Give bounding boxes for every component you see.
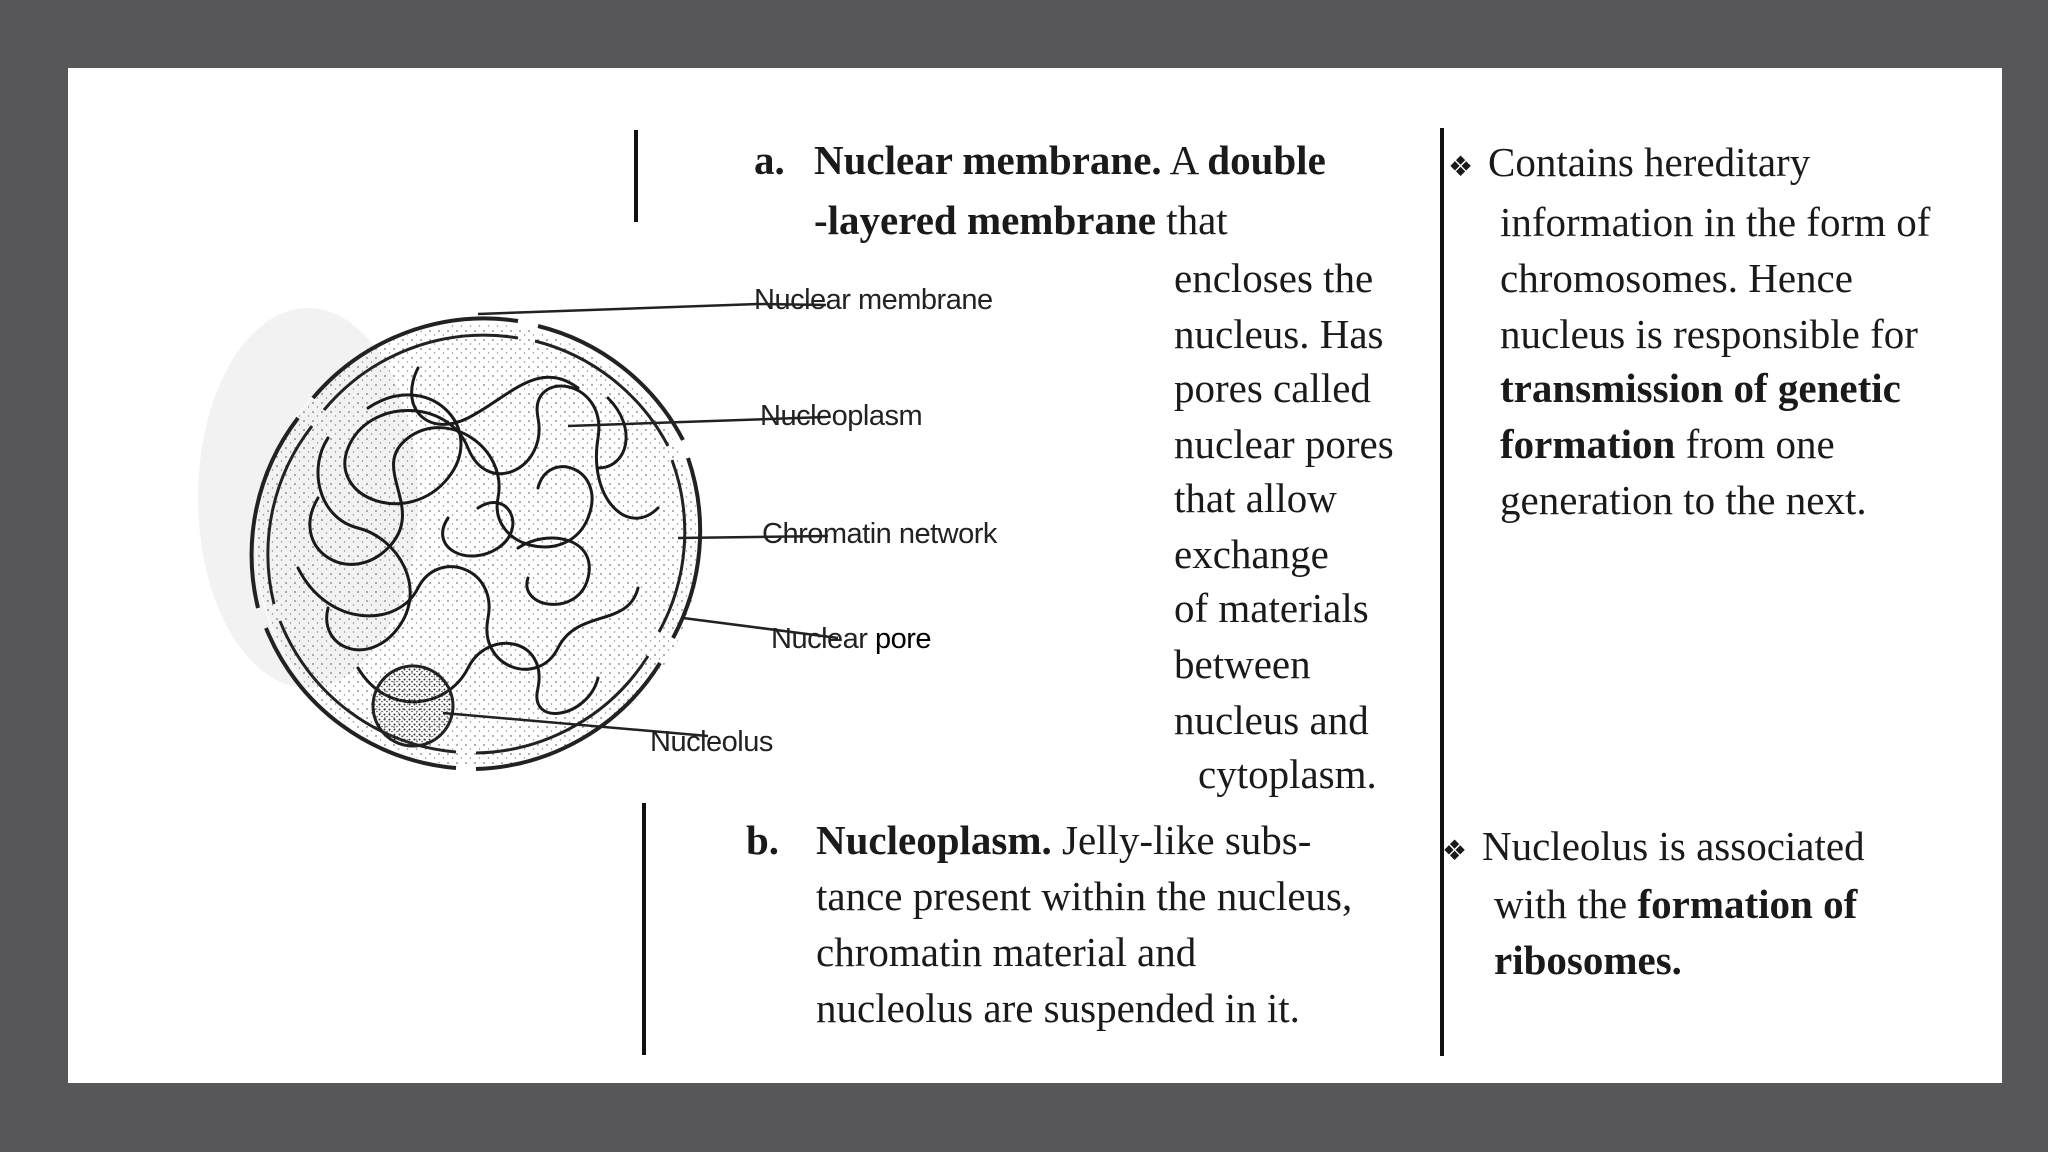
item-a-marker: a. <box>754 137 785 183</box>
item-b-line1: Nucleoplasm. Jelly-like subs- <box>816 817 1312 863</box>
function-1-line3: chromosomes. Hence <box>1500 255 1853 301</box>
rule-middle <box>1440 128 1444 1056</box>
item-a-text-10: cytoplasm. <box>1198 751 1377 797</box>
function-1-line6: formation from one <box>1500 421 1835 467</box>
item-a-line2: -layered membrane that <box>814 197 1228 243</box>
label-nuclear-membrane: Nuclear membrane <box>754 284 993 316</box>
function-2-line3: ribosomes. <box>1494 937 1682 983</box>
item-b-marker: b. <box>746 817 780 863</box>
label-nuclear-pore: Nuclear <box>771 623 868 655</box>
item-a-text-7: of materials <box>1174 585 1369 631</box>
rule-bottom-left <box>642 803 646 1055</box>
item-a-text-3: pores called <box>1174 365 1371 411</box>
function-1-line5: transmission of genetic <box>1500 365 1901 411</box>
item-a-text-1: encloses the <box>1174 255 1374 301</box>
label-chromatin-network: Chromatin network <box>762 518 997 550</box>
item-b-heading: Nucleoplasm. <box>816 817 1052 863</box>
textbook-page: Nuclear membrane Nucleoplasm Chromatin n… <box>68 68 2002 1083</box>
label-nucleoplasm: Nucleoplasm <box>760 400 923 432</box>
rule-top-left <box>634 130 638 222</box>
item-a-text-9: nucleus and <box>1174 697 1369 743</box>
function-1-line7: generation to the next. <box>1500 477 1867 523</box>
item-a-text-2: nucleus. Has <box>1174 311 1384 357</box>
nucleus-diagram <box>198 302 839 771</box>
label-pore: pore <box>875 623 932 655</box>
label-nucleolus: Nucleolus <box>650 726 773 758</box>
function-1-line4: nucleus is responsible for <box>1500 311 1918 357</box>
function-1-line1: ❖Contains hereditary <box>1448 134 1810 196</box>
item-a-text-5: that allow <box>1174 475 1337 521</box>
diamond-bullet-icon: ❖ <box>1442 836 1468 867</box>
item-a-line1: Nuclear membrane. A double <box>814 137 1326 183</box>
function-1-line2: information in the form of <box>1500 199 1931 245</box>
diamond-bullet-icon: ❖ <box>1448 152 1474 183</box>
nucleus-shape <box>249 316 703 771</box>
item-a-heading: Nuclear membrane. <box>814 137 1162 183</box>
function-2-line1: ❖Nucleolus is associated <box>1442 818 1865 880</box>
item-b-text-1: tance present within the nucleus, <box>816 873 1353 919</box>
item-a-text-4: nuclear pores <box>1174 421 1394 467</box>
function-2-line2: with the formation of <box>1494 881 1858 927</box>
item-b-text-3: nucleolus are suspended in it. <box>816 985 1300 1031</box>
item-a-text-8: between <box>1174 641 1311 687</box>
item-b-text-2: chromatin material and <box>816 929 1197 975</box>
item-a-text-6: exchange <box>1174 531 1329 577</box>
nucleolus-shape <box>371 664 455 748</box>
